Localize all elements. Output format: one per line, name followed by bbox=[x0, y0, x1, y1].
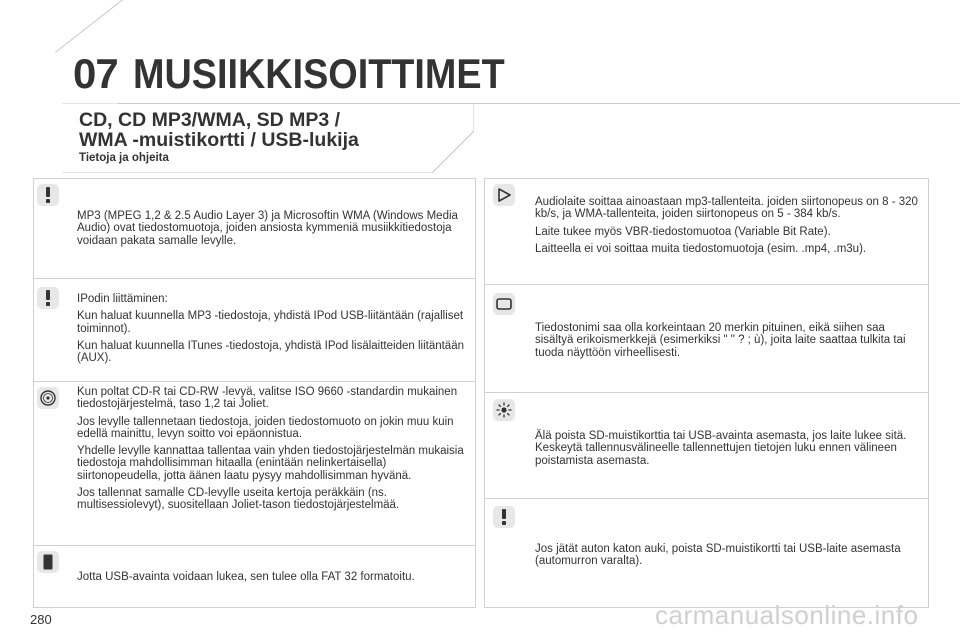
info-block-filenames: Tiedostonimi saa olla korkeintaan 20 mer… bbox=[535, 322, 925, 364]
info-block-bitrates: Audiolaite soittaa ainoastaan mp3-tallen… bbox=[535, 196, 925, 260]
paragraph: Audiolaite soittaa ainoastaan mp3-tallen… bbox=[535, 196, 918, 221]
paragraph: Yhdelle levylle kannattaa tallentaa vain… bbox=[77, 445, 464, 482]
section-title-line-1: CD, CD MP3/WMA, SD MP3 / bbox=[79, 109, 341, 131]
header-divider bbox=[118, 103, 960, 104]
watermark: carmanualsonline.info bbox=[655, 600, 919, 630]
right-column-border-right bbox=[928, 178, 929, 608]
paragraph: Jos jätät auton katon auki, poista SD-mu… bbox=[535, 543, 901, 568]
info-block-roof-open: Jos jätät auton katon auki, poista SD-mu… bbox=[535, 543, 925, 573]
paragraph: Kun haluat kuunnella ITunes -tiedostoja,… bbox=[77, 339, 464, 365]
play-icon bbox=[493, 184, 515, 206]
left-column-border-right bbox=[475, 178, 476, 608]
screen-icon bbox=[493, 293, 515, 315]
left-column-border bbox=[33, 178, 34, 608]
section-title: CD, CD MP3/WMA, SD MP3 / WMA -muistikort… bbox=[79, 110, 359, 150]
info-block-sd-removal: Älä poista SD-muistikorttia tai USB-avai… bbox=[535, 430, 925, 472]
info-block-ipod: IPodin liittäminen: Kun haluat kuunnella… bbox=[77, 293, 467, 369]
info-block-cd-burning: Kun poltat CD-R tai CD-RW -levyä, valits… bbox=[77, 386, 467, 517]
chapter-title: MUSIIKKISOITTIMET bbox=[133, 50, 505, 97]
header-divider-diagonal bbox=[55, 0, 129, 53]
left-divider-3 bbox=[33, 545, 476, 546]
exclamation-icon bbox=[37, 287, 59, 309]
right-divider-2 bbox=[484, 392, 929, 393]
paragraph: MP3 (MPEG 1,2 & 2.5 Audio Layer 3) ja Mi… bbox=[77, 210, 458, 247]
page-number: 280 bbox=[30, 612, 52, 627]
right-column-border bbox=[484, 178, 485, 608]
left-divider-2 bbox=[33, 381, 476, 382]
paragraph: Älä poista SD-muistikorttia tai USB-avai… bbox=[535, 430, 907, 467]
paragraph: Kun poltat CD-R tai CD-RW -levyä, valits… bbox=[77, 386, 458, 411]
section-subtitle: Tietoja ja ohjeita bbox=[79, 152, 169, 164]
usb-stick-icon bbox=[37, 551, 59, 573]
paragraph: Jotta USB-avainta voidaan lukea, sen tul… bbox=[77, 571, 415, 583]
paragraph: Jos tallennat samalle CD-levylle useita … bbox=[77, 487, 400, 512]
left-divider-1 bbox=[33, 278, 476, 279]
paragraph: Laite tukee myös VBR-tiedostomuotoa (Var… bbox=[535, 225, 831, 238]
paragraph: Jos levylle tallennetaan tiedostoja, joi… bbox=[77, 415, 454, 440]
paragraph: Laitteella ei voi soittaa muita tiedosto… bbox=[535, 242, 867, 255]
chapter-number: 07 bbox=[73, 50, 119, 97]
right-divider-1 bbox=[484, 284, 929, 285]
info-block-mp3-wma: MP3 (MPEG 1,2 & 2.5 Audio Layer 3) ja Mi… bbox=[77, 210, 467, 252]
paragraph: Tiedostonimi saa olla korkeintaan 20 mer… bbox=[535, 322, 906, 359]
left-column-top bbox=[33, 178, 476, 179]
paragraph: IPodin liittäminen: bbox=[77, 293, 168, 305]
left-column-bottom bbox=[33, 607, 476, 608]
right-divider-3 bbox=[484, 498, 929, 499]
exclamation-icon bbox=[493, 506, 515, 528]
disc-icon bbox=[37, 387, 59, 409]
right-column-top bbox=[484, 178, 929, 179]
right-column-bottom bbox=[484, 607, 929, 608]
info-block-usb-fat32: Jotta USB-avainta voidaan lukea, sen tul… bbox=[77, 571, 467, 588]
exclamation-icon bbox=[37, 184, 59, 206]
section-title-line-2: WMA -muistikortti / USB-lukija bbox=[79, 129, 359, 151]
sun-icon bbox=[493, 399, 515, 421]
paragraph: Kun haluat kuunnella MP3 -tiedostoja, yh… bbox=[77, 310, 464, 335]
